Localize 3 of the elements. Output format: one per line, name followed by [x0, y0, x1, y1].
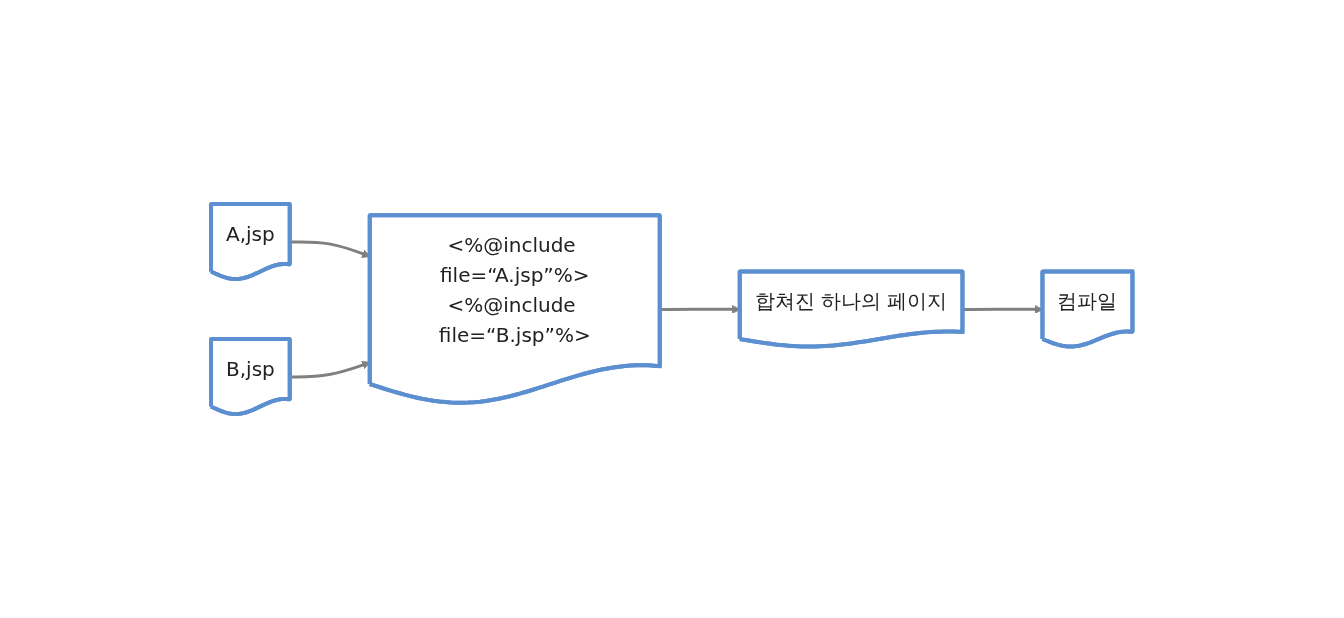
arrow: [290, 360, 371, 379]
arrow: [290, 240, 371, 258]
arrow: [660, 305, 741, 314]
